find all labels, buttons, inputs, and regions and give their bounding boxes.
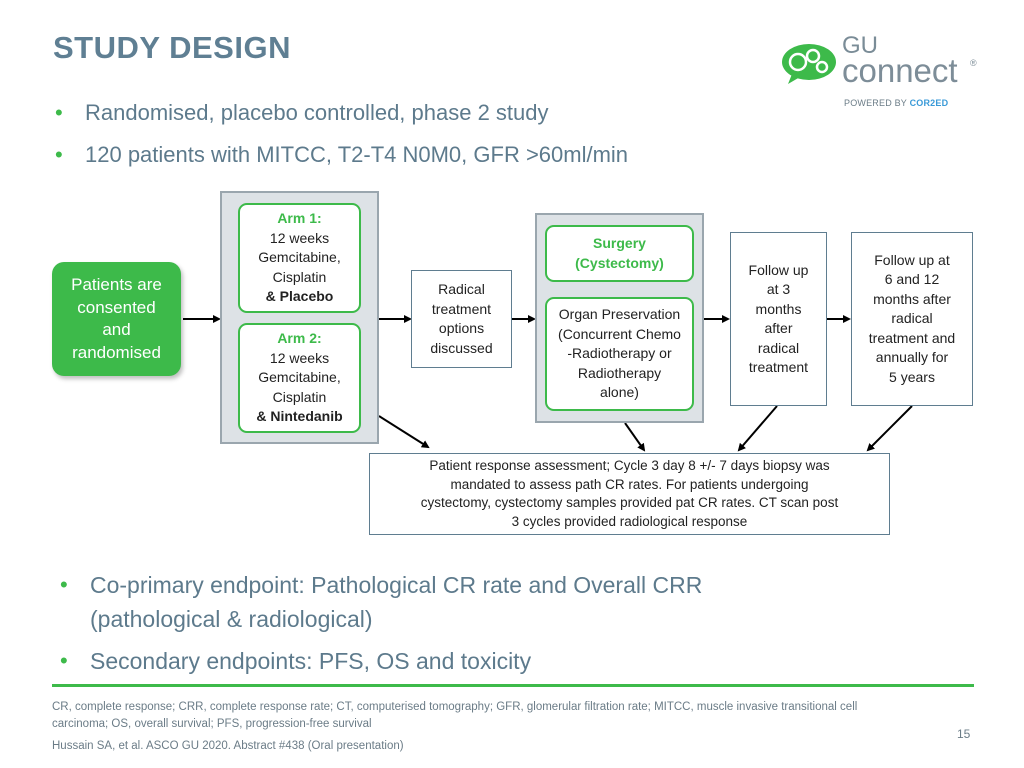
organ-preservation-box: Organ Preservation (Concurrent Chemo -Ra… <box>545 297 694 411</box>
followup-6-12-months-box: Follow up at 6 and 12 months after radic… <box>851 232 973 406</box>
followup-3-months-box: Follow up at 3 months after radical trea… <box>730 232 827 406</box>
logo-powered-by: POWERED BY COR2ED <box>844 98 949 108</box>
logo-registered-mark: ® <box>970 58 977 68</box>
arrow-followup6-to-assessment <box>866 405 913 452</box>
arrow-followup3-to-assessment <box>737 405 778 452</box>
bullet-study-type: •Randomised, placebo controlled, phase 2… <box>55 98 628 128</box>
logo-gu-text: GU <box>842 32 878 59</box>
patients-randomised-box: Patients are consented and randomised <box>52 262 181 376</box>
bullet-dot: • <box>55 142 63 167</box>
bullet-secondary-endpoints: •Secondary endpoints: PFS, OS and toxici… <box>60 644 820 678</box>
bullet-dot: • <box>60 648 68 673</box>
endpoint-bullet-list: •Co-primary endpoint: Pathological CR ra… <box>60 568 820 686</box>
arrow-options-to-assessment <box>624 422 646 452</box>
footer-divider <box>52 684 974 687</box>
top-bullet-list: •Randomised, placebo controlled, phase 2… <box>55 98 628 182</box>
logo-connect-text: connect <box>842 52 958 89</box>
bullet-co-primary-endpoint: •Co-primary endpoint: Pathological CR ra… <box>60 568 820 636</box>
arm2-box: Arm 2: 12 weeks Gemcitabine, Cisplatin &… <box>238 323 361 433</box>
surgery-box: Surgery (Cystectomy) <box>545 225 694 282</box>
page-title: STUDY DESIGN <box>53 30 291 65</box>
bullet-patients: •120 patients with MITCC, T2-T4 N0M0, GF… <box>55 140 628 170</box>
radical-treatment-box: Radical treatment options discussed <box>411 270 512 368</box>
reference-citation: Hussain SA, et al. ASCO GU 2020. Abstrac… <box>52 740 404 752</box>
chat-bubbles-icon <box>782 44 836 84</box>
abbreviations-footnote: CR, complete response; CRR, complete res… <box>52 701 858 730</box>
gu-connect-logo: GU connect ® POWERED BY COR2ED <box>780 32 980 114</box>
bullet-dot: • <box>60 572 68 597</box>
response-assessment-box: Patient response assessment; Cycle 3 day… <box>369 453 890 535</box>
arrow-arms-to-assessment <box>378 415 430 449</box>
bullet-dot: • <box>55 100 63 125</box>
arm1-box: Arm 1: 12 weeks Gemcitabine, Cisplatin &… <box>238 203 361 313</box>
page-number: 15 <box>957 727 971 741</box>
